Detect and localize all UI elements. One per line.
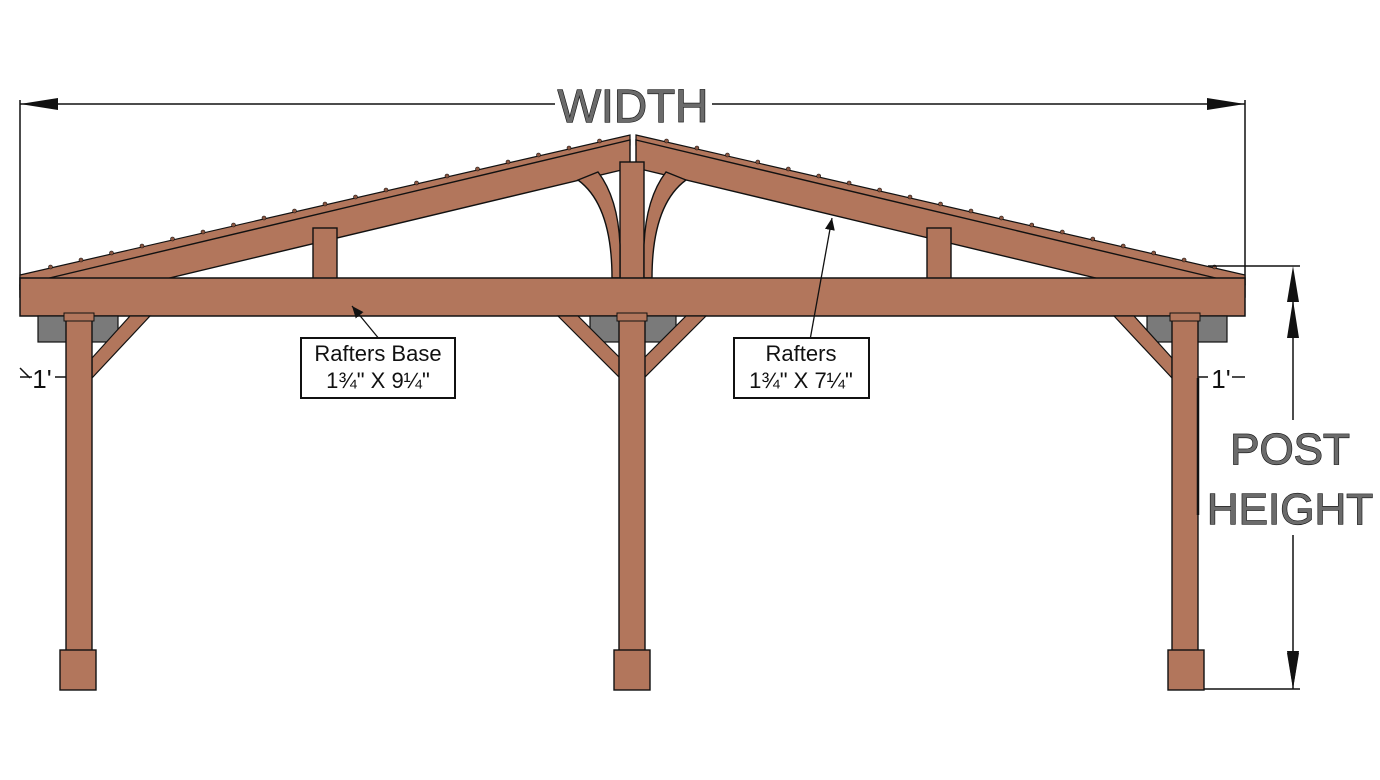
curved-brace-right: [643, 171, 688, 279]
roof-fastener: [694, 145, 700, 151]
overhang-left-label: 1': [32, 364, 51, 394]
callout-rafters-base-size: 1¾" X 9¼": [326, 368, 430, 393]
callout-rafters-base: Rafters Base 1¾" X 9¼": [300, 305, 456, 399]
callout-rafters-base-leader: [351, 305, 381, 341]
strut-left: [312, 227, 338, 281]
roof-fastener: [109, 250, 114, 256]
roof-fastener: [877, 187, 882, 193]
rafters-base-beam: [19, 277, 1246, 317]
roof-fastener: [1151, 250, 1156, 256]
callout-rafters: Rafters 1¾" X 7¼": [733, 217, 870, 399]
post-cap-right: [1169, 312, 1201, 322]
overhang-right-dimension: 1': [1198, 364, 1245, 394]
roof-fastener: [48, 264, 53, 270]
roof-fastener: [968, 208, 974, 214]
width-dimension: WIDTH: [19, 79, 1246, 290]
overhang-right-label: 1': [1211, 364, 1230, 394]
roof-fastener: [170, 236, 175, 242]
roof-fastener: [1029, 222, 1035, 228]
roof-fastener: [78, 257, 84, 263]
callout-rafters-leader: [809, 217, 835, 341]
post-height-arrow-bottom: [1287, 653, 1299, 689]
post-base-right: [1167, 649, 1205, 691]
roof-fastener: [1181, 257, 1187, 263]
roof-fastener: [755, 159, 761, 165]
callout-rafters-base-title: Rafters Base: [314, 341, 441, 366]
curved-brace-left: [576, 171, 621, 279]
roof-fastener: [907, 194, 913, 200]
post-height-arrow-top: [1287, 266, 1299, 302]
callout-rafters-title: Rafters: [766, 341, 837, 366]
overhang-left-dimension: 1': [19, 364, 66, 394]
roof-fastener: [200, 229, 206, 235]
callout-rafters-base-box: [300, 337, 456, 399]
post-base-center: [613, 649, 651, 691]
roof-fastener: [1060, 229, 1065, 235]
roof-fastener: [505, 159, 511, 165]
roof-fastener: [725, 152, 730, 158]
strut-right: [926, 227, 952, 281]
roof-fastener: [566, 145, 572, 151]
roof-fasteners: [48, 138, 1217, 270]
posts: [59, 312, 1205, 691]
roof-fastener: [383, 187, 389, 193]
post-height-label-line2: HEIGHT: [1207, 485, 1373, 534]
roof-fastener: [846, 180, 852, 186]
roof-fastener: [261, 215, 267, 221]
post-base-left: [59, 649, 97, 691]
roof-fastener: [816, 173, 822, 179]
roof-fastener: [664, 138, 669, 144]
post-right: [1171, 315, 1199, 652]
callout-rafters-size: 1¾" X 7¼": [749, 368, 853, 393]
roof-fastener: [231, 222, 236, 228]
roof-fastener: [292, 208, 297, 214]
roof-fastener: [1090, 236, 1096, 242]
roof-fastener: [353, 194, 358, 200]
roof-fastener: [444, 173, 450, 179]
roof-fastener: [475, 166, 480, 172]
post-cap-left: [63, 312, 95, 322]
post-left: [65, 315, 93, 652]
roof-fastener: [139, 243, 145, 249]
roof-fastener: [999, 215, 1004, 221]
post-cap-center: [616, 312, 648, 322]
roof-fastener: [785, 166, 791, 172]
roof-structure: [19, 134, 1246, 317]
roof-fastener: [322, 201, 328, 207]
post-center: [618, 315, 646, 652]
roof-fastener: [414, 180, 419, 186]
king-post: [619, 161, 645, 281]
roof-fastener: [1120, 243, 1126, 249]
roof-fastener: [536, 152, 541, 158]
roof-fastener: [938, 201, 943, 207]
post-height-dimension: POST HEIGHT: [1204, 265, 1374, 690]
callout-rafters-box: [733, 337, 870, 399]
roof-fastener: [597, 138, 602, 144]
post-height-label-line1: POST: [1230, 425, 1350, 474]
width-label: WIDTH: [558, 80, 709, 132]
